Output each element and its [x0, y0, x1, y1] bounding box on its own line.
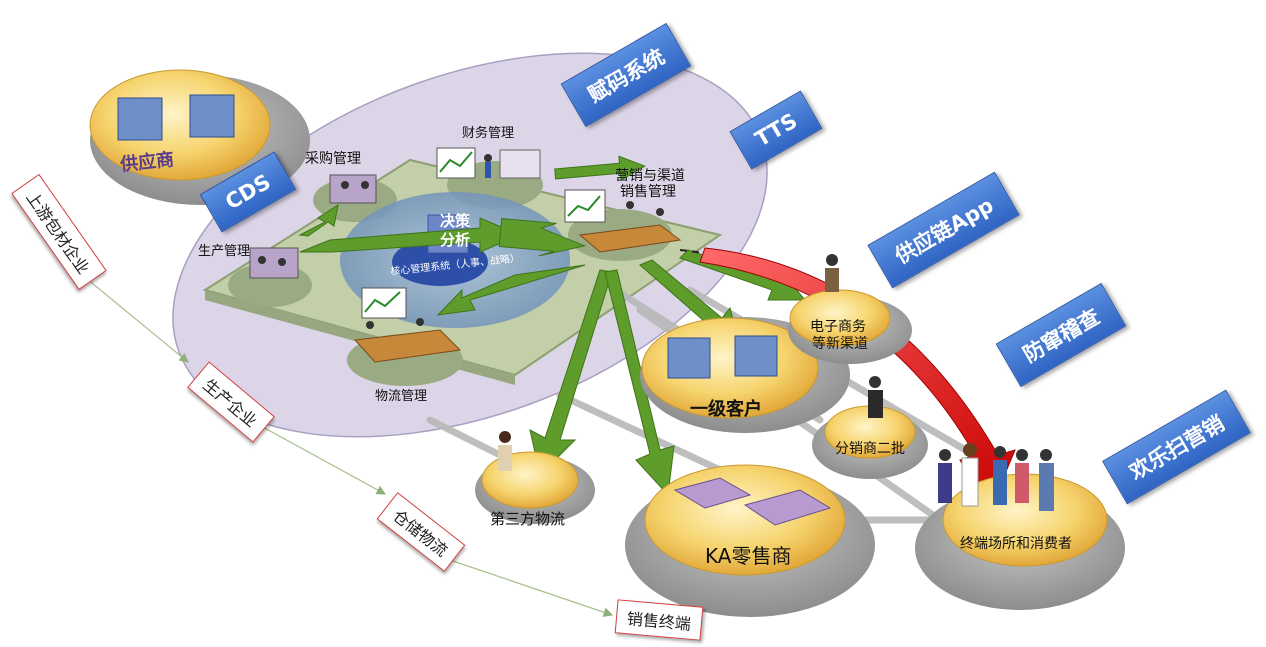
internal-arrows — [298, 155, 646, 316]
label-decision-2: 分析 — [440, 231, 471, 249]
label-production: 生产管理 — [198, 244, 251, 259]
label-ecommerce-1: 电子商务 — [810, 319, 866, 335]
label-third-party: 第三方物流 — [490, 510, 566, 528]
label-decision-1: 决策 — [440, 212, 471, 230]
label-consumer: 终端场所和消费者 — [960, 536, 1072, 552]
logistics-scene-icon — [353, 287, 462, 363]
tier1-building-icon — [667, 335, 778, 379]
supplier-disc — [89, 69, 271, 181]
purchase-scene-icon — [329, 174, 377, 204]
label-marketing-1: 营销与渠道 — [615, 168, 685, 184]
thirdparty-person-icon — [498, 431, 512, 471]
label-ka: KA零售商 — [705, 544, 792, 568]
ecommerce-disc — [789, 289, 891, 347]
label-tier1: 一级客户 — [690, 399, 762, 420]
finance-scene-icon — [436, 147, 541, 179]
label-logistics: 物流管理 — [375, 389, 428, 404]
consumers-group-icon — [938, 443, 1054, 511]
label-ecommerce-2: 等新渠道 — [812, 336, 868, 352]
label-marketing-2: 销售管理 — [620, 184, 676, 200]
thirdparty-disc — [481, 451, 579, 509]
label-finance: 财务管理 — [462, 126, 515, 141]
label-distributor: 分销商二批 — [835, 441, 905, 457]
marketing-scene-icon — [564, 189, 682, 253]
ecommerce-person-icon — [825, 254, 839, 292]
production-scene-icon — [249, 247, 299, 279]
supplier-building-icon — [117, 94, 235, 141]
label-purchase: 采购管理 — [305, 151, 361, 167]
ka-store-icon — [673, 477, 832, 526]
distributor-person-icon — [868, 376, 883, 418]
